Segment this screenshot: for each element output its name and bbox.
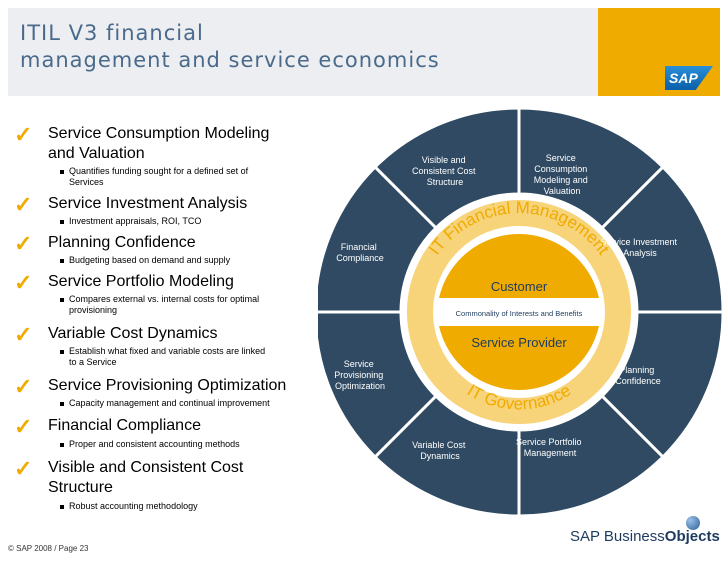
bullet-square-icon: [60, 297, 64, 302]
title-line-1: ITIL V3 financial: [20, 21, 204, 45]
bullet-square-icon: [60, 169, 64, 174]
customer-label: Customer: [491, 279, 548, 294]
item-detail: Budgeting based on demand and supply: [60, 255, 230, 266]
segment-label-planning: Planning Confidence: [615, 365, 661, 386]
commonality-label: Commonality of Interests and Benefits: [456, 309, 583, 318]
item-detail: provisioning: [69, 305, 118, 315]
item-detail: Robust accounting methodology: [60, 501, 198, 512]
segment-compliance: [318, 164, 439, 314]
bullet-square-icon: [60, 442, 64, 447]
item-heading: Structure: [48, 479, 113, 496]
checkmark-icon: ✓: [14, 374, 33, 399]
checkmark-icon: ✓: [14, 456, 33, 481]
item-detail: Capacity management and continual improv…: [60, 398, 270, 409]
item-detail: Compares external vs. internal costs for…: [60, 294, 259, 305]
item-heading: Service Portfolio Modeling: [48, 273, 234, 290]
brand-part-b: Objects: [664, 528, 720, 545]
item-heading: Service Investment Analysis: [48, 195, 248, 212]
item-detail: to a Service: [69, 357, 117, 367]
checkmark-icon: ✓: [14, 122, 33, 147]
checkmark-icon: ✓: [14, 414, 33, 439]
checkmark-icon: ✓: [14, 322, 33, 347]
brand-part-a: SAP Business: [570, 528, 665, 545]
bullet-square-icon: [60, 349, 64, 354]
footer-brand-logo: SAP BusinessObjects: [570, 528, 720, 545]
item-heading: Variable Cost Dynamics: [48, 325, 218, 342]
item-detail: Proper and consistent accounting methods: [60, 439, 240, 450]
bullet-square-icon: [60, 504, 64, 509]
segment-label-consumption: Service Consumption Modeling and Valuati…: [534, 153, 591, 196]
item-detail: Services: [69, 177, 104, 187]
item-heading: Service Provisioning Optimization: [48, 377, 287, 394]
item-detail: Establish what fixed and variable costs …: [60, 346, 265, 357]
segment-provisioning: [318, 310, 439, 460]
item-heading: and Valuation: [48, 145, 145, 162]
checkmark-icon: ✓: [14, 231, 33, 256]
header-gold-block: [598, 8, 720, 96]
header-band: [8, 8, 714, 96]
bullet-square-icon: [60, 401, 64, 406]
segment-label-compliance: Financial Compliance: [336, 242, 384, 263]
slide-title: ITIL V3 financial management and service…: [20, 20, 440, 74]
item-heading: Service Consumption Modeling: [48, 125, 270, 142]
item-heading: Planning Confidence: [48, 234, 196, 251]
segment-label-provisioning: Service Provisioning Optimization: [334, 359, 386, 391]
checkmark-icon: ✓: [14, 270, 33, 295]
itil-circle-diagram: Visible and Consistent Cost Structure Se…: [318, 108, 725, 516]
segment-label-portfolio: Service Portfolio Management: [516, 437, 584, 458]
segment-label-investment: Service Investment Analysis: [600, 237, 679, 258]
footer-page-info: © SAP 2008 / Page 23: [8, 544, 89, 553]
segment-label-variable: Variable Cost Dynamics: [412, 440, 468, 461]
checkmark-icon: ✓: [14, 192, 33, 217]
segment-portfolio: [517, 393, 666, 516]
item-heading: Financial Compliance: [48, 417, 201, 434]
segment-label-visible: Visible and Consistent Cost Structure: [412, 155, 478, 187]
title-line-2: management and service economics: [20, 48, 440, 72]
item-detail: Quantifies funding sought for a defined …: [60, 166, 248, 177]
service-provider-label: Service Provider: [471, 335, 567, 350]
bullet-square-icon: [60, 219, 64, 224]
bullet-square-icon: [60, 258, 64, 263]
customer-dome: [439, 234, 599, 298]
item-heading: Visible and Consistent Cost: [48, 459, 244, 476]
item-detail: Investment appraisals, ROI, TCO: [60, 216, 201, 227]
provider-bowl: [439, 326, 599, 390]
business-objects-logo-icon: [686, 516, 700, 530]
